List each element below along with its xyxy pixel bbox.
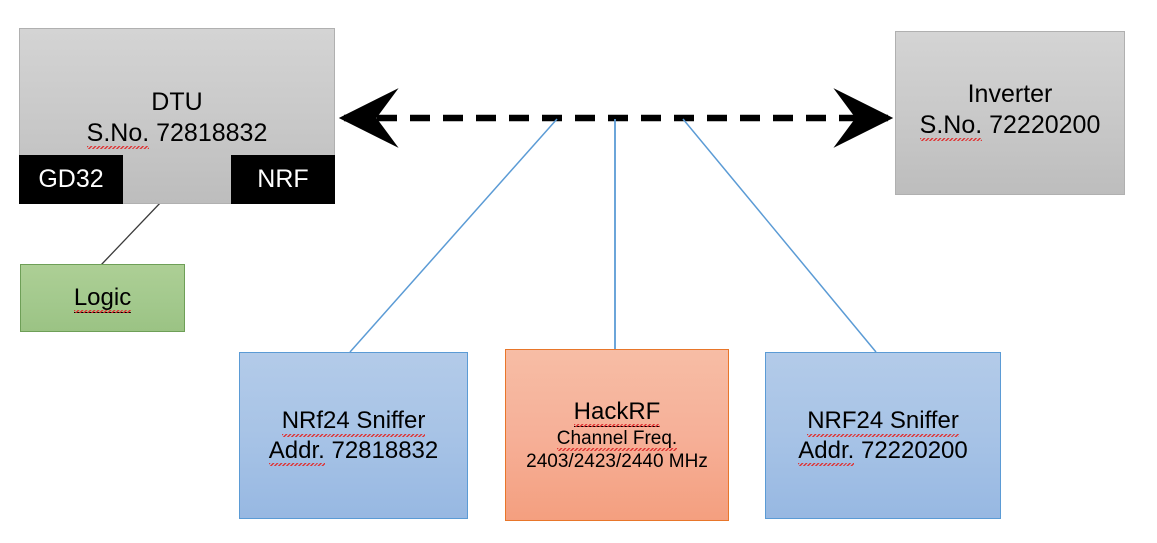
inverter-node[interactable]: Inverter S.No. 72220200 [895, 31, 1125, 195]
dtu-serial-prefix: S.No. [86, 118, 150, 149]
sniffer-left-title: NRf24 Sniffer [281, 407, 426, 437]
inverter-title: Inverter [967, 80, 1053, 108]
sniffer-right-addr-value: 72220200 [860, 436, 968, 464]
inverter-serial-value: 72220200 [989, 110, 1101, 139]
hackrf-node[interactable]: HackRF Channel Freq. 2403/2423/2440 MHz [505, 349, 729, 521]
dtu-serial: S.No. 72818832 [86, 118, 268, 149]
gd32-chip-label: GD32 [38, 165, 104, 193]
hackrf-title: HackRF [573, 397, 661, 428]
sniffer-left-addr: Addr. 72818832 [268, 436, 439, 467]
sniffer-right-node[interactable]: NRF24 Sniffer Addr. 72220200 [765, 352, 1001, 519]
gd32-chip[interactable]: GD32 [19, 155, 123, 204]
sniffer-left-tap-line [349, 118, 558, 353]
sniffer-left-addr-value: 72818832 [331, 436, 439, 464]
hackrf-channel-label: Channel Freq. [556, 427, 678, 452]
inverter-serial-prefix: S.No. [919, 110, 983, 141]
sniffer-right-tap-line [682, 118, 877, 353]
nrf-chip-label: NRF [257, 165, 309, 193]
sniffer-right-addr: Addr. 72220200 [798, 436, 968, 467]
hackrf-channel-value: 2403/2423/2440 MHz [526, 451, 708, 473]
sniffer-left-addr-prefix: Addr. [268, 436, 325, 467]
sniffer-right-addr-prefix: Addr. [798, 436, 855, 467]
logic-analyzer-node[interactable]: Logic [20, 264, 185, 332]
nrf-chip[interactable]: NRF [231, 155, 335, 204]
dtu-serial-value: 72818832 [156, 118, 268, 147]
inverter-serial: S.No. 72220200 [919, 110, 1101, 141]
dtu-title: DTU [151, 88, 203, 116]
logic-label: Logic [73, 283, 132, 314]
sniffer-left-node[interactable]: NRf24 Sniffer Addr. 72818832 [239, 352, 468, 519]
sniffer-right-title: NRF24 Sniffer [807, 407, 959, 437]
